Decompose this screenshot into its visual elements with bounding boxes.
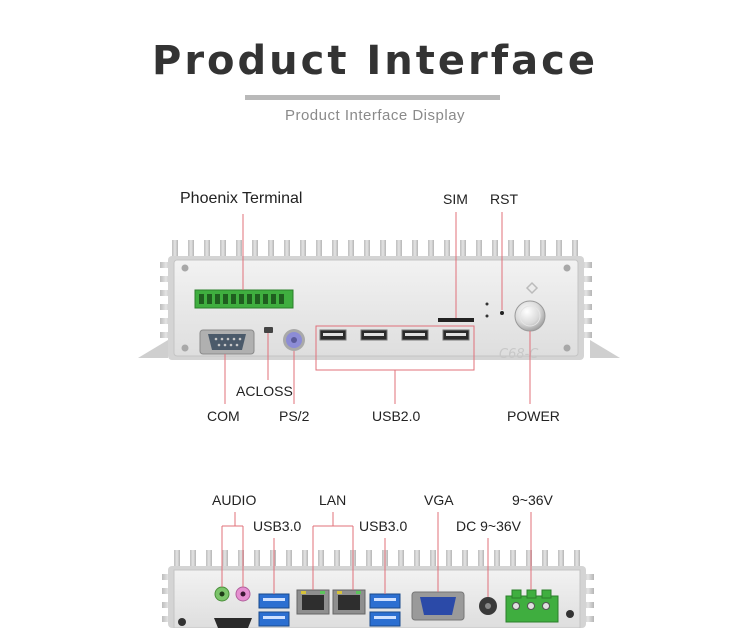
led-indicator	[485, 314, 489, 318]
power-terminal	[505, 589, 559, 623]
acloss-switch	[264, 327, 273, 333]
lan-ports	[296, 589, 366, 615]
led-indicator	[485, 302, 489, 306]
ps2-port	[283, 329, 305, 351]
sim-slot	[438, 318, 474, 322]
front-left-foot	[138, 340, 168, 358]
label-terminal-power: 9~36V	[512, 492, 553, 508]
front-panel	[173, 259, 579, 357]
page-subtitle: Product Interface Display	[284, 107, 466, 124]
screw	[563, 264, 571, 272]
label-vga: VGA	[424, 492, 454, 508]
usb30-ports-right	[369, 593, 401, 627]
dc-jack	[479, 597, 497, 615]
front-leader-lines	[224, 212, 531, 404]
screw	[178, 618, 186, 626]
front-device: C68-C	[138, 240, 620, 371]
phoenix-terminal-port	[194, 289, 294, 309]
hdmi-port	[214, 618, 252, 628]
model-mark: C68-C	[499, 347, 539, 362]
front-right-foot	[590, 340, 620, 358]
label-lan: LAN	[319, 492, 347, 508]
screw	[566, 610, 574, 618]
usb30-ports-left	[258, 593, 290, 627]
label-audio: AUDIO	[212, 492, 257, 508]
label-usb30-left: USB3.0	[253, 518, 302, 534]
title-underline	[245, 95, 500, 100]
usb20-ports	[319, 329, 470, 341]
label-com: COM	[207, 408, 240, 424]
brand-logo-icon	[525, 281, 539, 295]
page-title: Product Interface	[152, 38, 598, 84]
audio-jacks	[214, 586, 251, 602]
label-acloss: ACLOSS	[236, 383, 293, 399]
label-rst: RST	[490, 191, 518, 207]
vga-port	[411, 591, 465, 621]
com-port	[199, 329, 255, 355]
rear-device	[162, 550, 594, 628]
label-ps2: PS/2	[279, 408, 310, 424]
label-phoenix-terminal: Phoenix Terminal	[180, 190, 303, 207]
screw	[181, 344, 189, 352]
label-dc: DC 9~36V	[456, 518, 521, 534]
screw	[563, 344, 571, 352]
rear-leader-lines	[221, 512, 532, 597]
power-button-ring	[519, 305, 541, 327]
front-heatsink-fins	[160, 240, 592, 338]
screw	[181, 264, 189, 272]
label-usb20: USB2.0	[372, 408, 421, 424]
label-sim: SIM	[443, 191, 468, 207]
label-usb30-right: USB3.0	[359, 518, 408, 534]
rst-button	[500, 311, 504, 315]
label-power: POWER	[507, 408, 560, 424]
